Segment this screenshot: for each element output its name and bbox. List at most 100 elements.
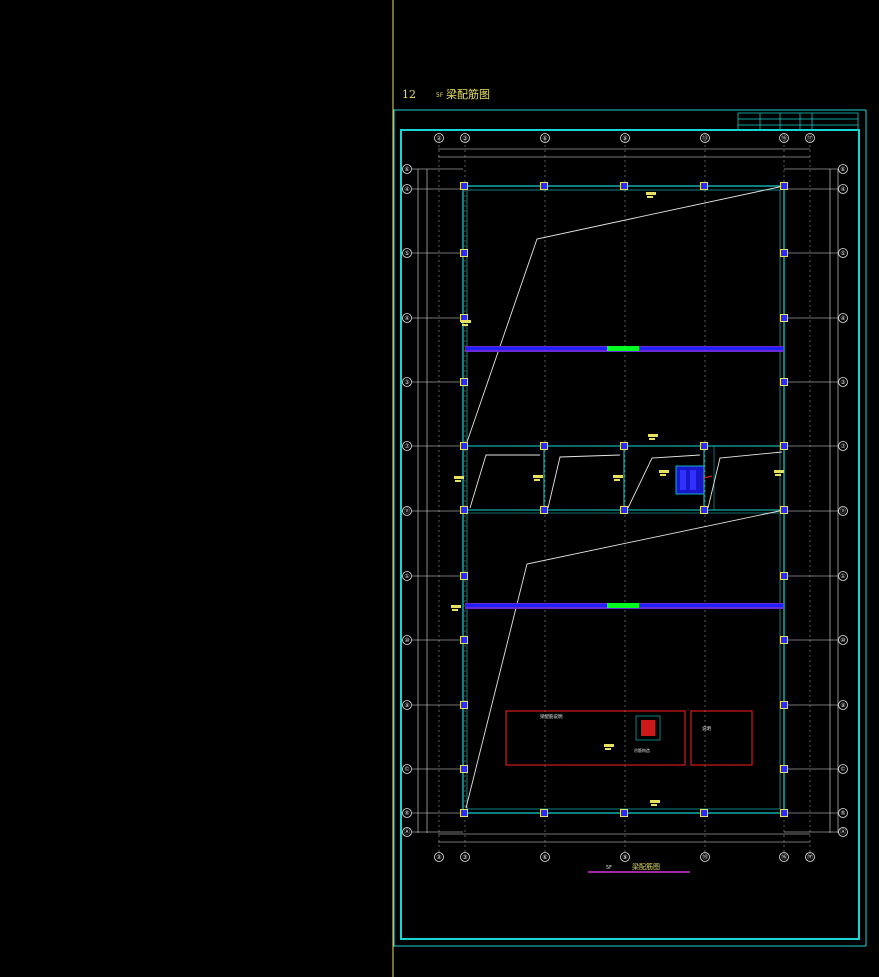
axis-bubble-left: ⑤ [402,248,412,258]
column[interactable] [460,701,468,709]
column[interactable] [780,636,788,644]
column[interactable] [620,182,628,190]
svg-text:⑩: ⑩ [840,637,845,644]
svg-text:⑨: ⑨ [622,135,627,142]
annotation-mark [534,479,540,481]
column[interactable] [780,314,788,322]
column[interactable] [620,809,628,817]
axis-bubble-right: ⑩ [838,635,848,645]
column[interactable] [780,701,788,709]
svg-text:⑯: ⑯ [781,853,787,861]
annotation-mark [461,320,471,323]
beam-annotations [451,192,784,806]
column[interactable] [700,809,708,817]
axis-bubble-left: ⑨ [402,700,412,710]
column[interactable] [540,442,548,450]
axis-bubble-left: ® [402,808,412,818]
svg-text:⑪: ⑪ [404,507,410,515]
axis-bubble-right: ③ [838,377,848,387]
column[interactable] [540,506,548,514]
column[interactable] [780,506,788,514]
svg-text:©: © [404,766,410,773]
column[interactable] [780,809,788,817]
column[interactable] [460,442,468,450]
axis-bubble-top: ② [434,133,444,143]
svg-text:⑤: ⑤ [840,250,845,257]
axis-bubble-left: ③ [402,377,412,387]
svg-text:①: ① [840,573,845,580]
column[interactable] [540,809,548,817]
column[interactable] [620,506,628,514]
annotation-mark [646,192,656,195]
column[interactable] [780,442,788,450]
annotation-mark [649,438,655,440]
svg-text:梁配筋说明: 梁配筋说明 [540,713,563,720]
notes-box-1: 梁配筋说明 [505,710,686,766]
column[interactable] [700,182,708,190]
column[interactable] [780,182,788,190]
annotation-mark [660,474,666,476]
axis-bubble-top: ⑥ [540,133,550,143]
notes-box-2: 说明 [690,710,753,766]
column[interactable] [460,809,468,817]
side-dimension-lines [417,169,839,833]
axis-bubble-top: ⑨ [620,133,630,143]
annotation-mark [613,475,623,478]
axis-bubble-top: ⑰ [805,133,815,143]
column[interactable] [460,572,468,580]
sheet-title: 梁配筋图 [446,87,490,101]
detail-drawing: 吊筋构造 [634,715,661,753]
column[interactable] [460,249,468,257]
svg-text:③: ③ [840,379,845,386]
axis-bubble-bottom: ② [434,852,444,862]
column[interactable] [460,636,468,644]
annotation-mark [533,475,543,478]
column[interactable] [780,249,788,257]
column[interactable] [540,182,548,190]
column[interactable] [780,378,788,386]
highlighted-beams[interactable] [465,346,783,609]
svg-text:说明: 说明 [702,725,711,732]
outer-frame [393,109,867,947]
column[interactable] [780,765,788,773]
bottom-axis-bubbles: ② ③ ⑥ ⑨ ⑬ ⑯ ⑰ [434,852,815,862]
beam-marker-1 [607,346,639,351]
axis-bubble-left: ⑪ [402,506,412,516]
svg-text:⑯: ⑯ [781,134,787,142]
annotation-mark [604,744,614,747]
axis-bubble-top: ⑬ [700,133,710,143]
annotation-mark [462,324,468,326]
annotation-mark [614,479,620,481]
axis-bubble-top: ⑯ [779,133,789,143]
axis-bubble-bottom: ⑥ [540,852,550,862]
svg-text:⑩: ⑩ [404,637,409,644]
svg-text:⑰: ⑰ [807,853,813,861]
svg-text:⑥: ⑥ [840,166,845,173]
column[interactable] [700,506,708,514]
column[interactable] [620,442,628,450]
stair-block[interactable] [675,465,713,495]
annotation-mark [605,748,611,750]
annotation-mark [455,480,461,482]
axis-bubble-left: ④ [402,184,412,194]
axis-bubble-right: ⑥ [838,164,848,174]
svg-text:③: ③ [404,379,409,386]
column[interactable] [460,765,468,773]
column[interactable] [460,506,468,514]
column[interactable] [460,182,468,190]
svg-text:⑨: ⑨ [622,854,627,861]
axis-bubble-bottom: ⑬ [700,852,710,862]
column[interactable] [700,442,708,450]
svg-text:Ⓐ: Ⓐ [404,828,410,836]
svg-text:⑦: ⑦ [404,443,410,450]
columns[interactable] [460,182,788,817]
axis-bubble-bottom: ③ [460,852,470,862]
column[interactable] [780,572,788,580]
svg-text:®: ® [840,810,846,817]
sheet-number: 12 [402,88,416,101]
axis-bubble-bottom: ⑨ [620,852,630,862]
svg-text:®: ® [404,810,410,817]
column[interactable] [460,378,468,386]
